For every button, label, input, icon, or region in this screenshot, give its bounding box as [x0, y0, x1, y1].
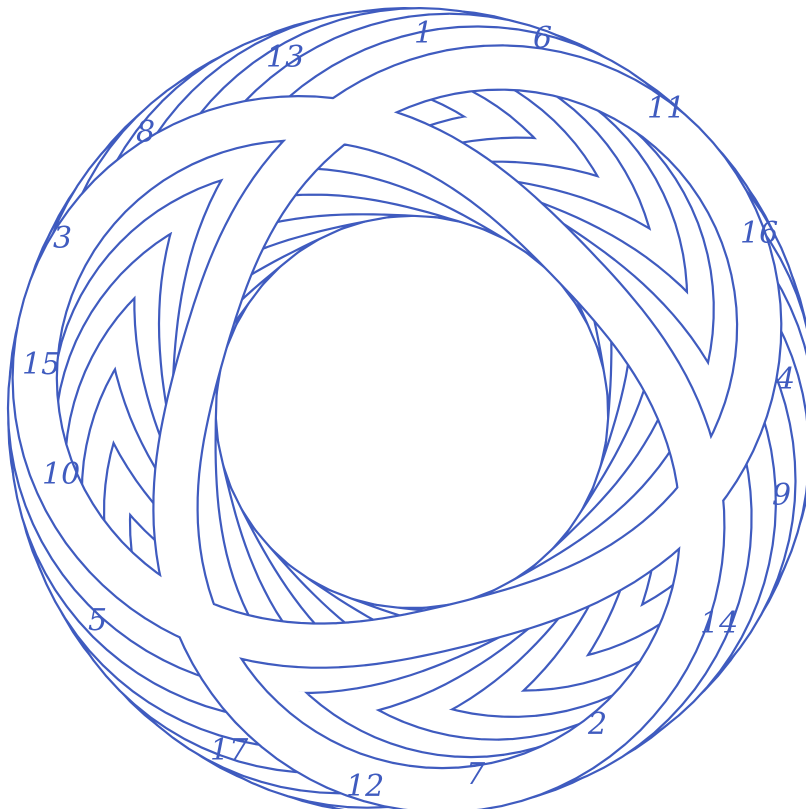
strand-label-6: 6 — [533, 21, 552, 56]
strand-label-2: 2 — [587, 707, 607, 742]
strand-label-17: 17 — [210, 733, 249, 768]
strand-label-4: 4 — [775, 362, 795, 397]
strand-label-14: 14 — [700, 606, 738, 641]
strand-label-12: 12 — [346, 769, 384, 804]
strand-label-3: 3 — [53, 221, 72, 256]
strand-label-16: 16 — [740, 216, 778, 251]
strand-label-1: 1 — [414, 16, 433, 51]
strand-label-8: 8 — [136, 115, 155, 150]
strand-label-11: 11 — [647, 91, 685, 126]
strand-label-13: 13 — [266, 40, 304, 75]
strand-label-10: 10 — [42, 457, 80, 492]
strand-label-15: 15 — [22, 347, 60, 382]
strand-label-5: 5 — [88, 603, 107, 638]
strand-label-7: 7 — [466, 757, 486, 792]
strand-label-9: 9 — [772, 478, 791, 513]
